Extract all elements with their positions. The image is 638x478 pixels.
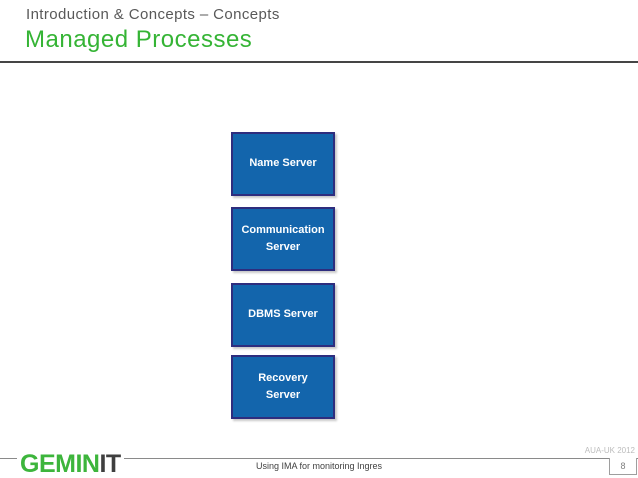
logo-text-dark: IT: [99, 450, 121, 478]
page-number-box: 8: [609, 458, 637, 475]
process-box-communication-server: Communication Server: [231, 207, 335, 271]
page-title: Managed Processes: [25, 26, 253, 53]
process-box-label: Name Server: [249, 157, 317, 170]
logo-text-green: GEMIN: [20, 450, 100, 478]
event-label: AUA-UK 2012: [584, 446, 635, 455]
footer-divider: [0, 458, 638, 459]
process-box-dbms-server: DBMS Server: [231, 283, 335, 347]
header-divider: [0, 61, 638, 63]
process-box-recovery-server: Recovery Server: [231, 355, 335, 419]
process-box-label: Recovery Server: [258, 371, 308, 401]
breadcrumb: Introduction & Concepts – Concepts: [26, 6, 280, 23]
process-box-label: DBMS Server: [248, 308, 318, 321]
process-box-name-server: Name Server: [231, 132, 335, 196]
page-number: 8: [620, 461, 626, 471]
process-box-label: Communication Server: [241, 223, 325, 253]
geminit-logo: GEMINIT: [17, 452, 124, 477]
footer-title: Using IMA for monitoring Ingres: [255, 461, 383, 471]
